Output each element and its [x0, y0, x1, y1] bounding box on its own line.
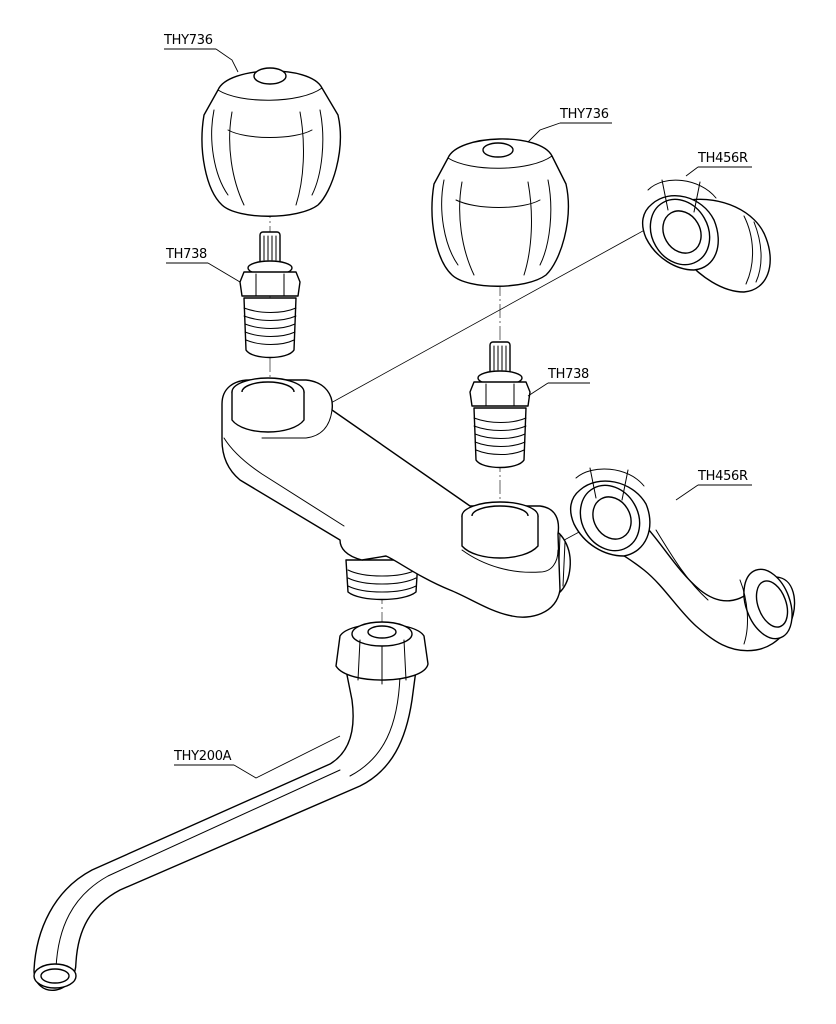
label-spout-text: THY200A — [173, 749, 232, 764]
label-cartridge-left: TH738 — [165, 247, 241, 283]
label-knob-right-text: THY736 — [559, 107, 609, 122]
label-spout: THY200A — [173, 735, 341, 779]
label-cartridge-right-text: TH738 — [547, 367, 589, 382]
connector-bottom — [569, 467, 796, 652]
label-knob-left: THY736 — [163, 33, 239, 73]
knob-left — [201, 67, 342, 217]
cartridge-right — [469, 341, 531, 469]
label-cartridge-right: TH738 — [527, 367, 590, 397]
label-connector-bottom: TH456R — [675, 469, 752, 501]
label-connector-top: TH456R — [685, 151, 752, 177]
connector-top — [641, 179, 771, 293]
knob-right — [431, 138, 570, 287]
spout — [33, 621, 429, 991]
cartridge-left — [239, 231, 301, 359]
label-cartridge-left-text: TH738 — [165, 247, 207, 262]
label-knob-right: THY736 — [527, 107, 612, 143]
faucet-body — [221, 377, 571, 618]
label-connector-bottom-text: TH456R — [697, 469, 748, 484]
label-connector-top-text: TH456R — [697, 151, 748, 166]
label-knob-left-text: THY736 — [163, 33, 213, 48]
